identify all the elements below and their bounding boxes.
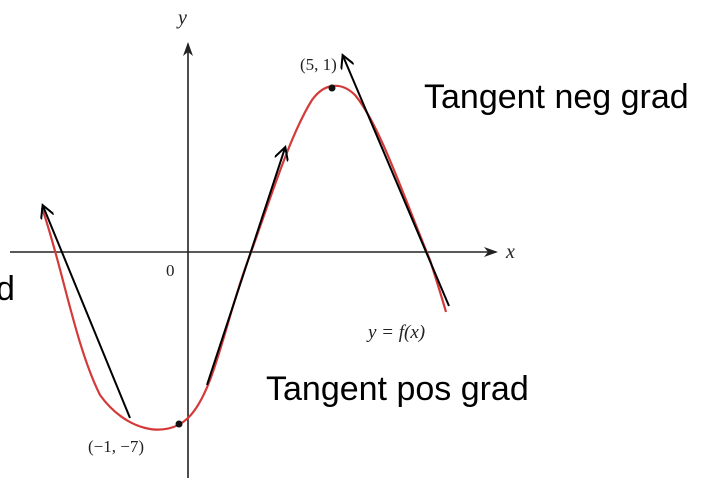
x-axis-label: x	[505, 241, 515, 263]
max-point-label: (5, 1)	[300, 55, 337, 74]
tangent-left	[43, 206, 131, 419]
origin-label: 0	[166, 261, 175, 280]
tangent-middle	[206, 148, 285, 386]
min-point	[175, 420, 183, 428]
min-point-label: (−1, −7)	[88, 437, 144, 456]
annotation-neg-grad: Tangent neg grad	[424, 78, 689, 116]
tangent-right	[343, 56, 450, 307]
y-axis-label: y	[176, 7, 187, 29]
annotation-left-fragment: d	[0, 270, 15, 308]
annotation-pos-grad: Tangent pos grad	[266, 370, 529, 408]
max-point	[328, 84, 336, 92]
function-label: y = f(x)	[366, 322, 425, 343]
